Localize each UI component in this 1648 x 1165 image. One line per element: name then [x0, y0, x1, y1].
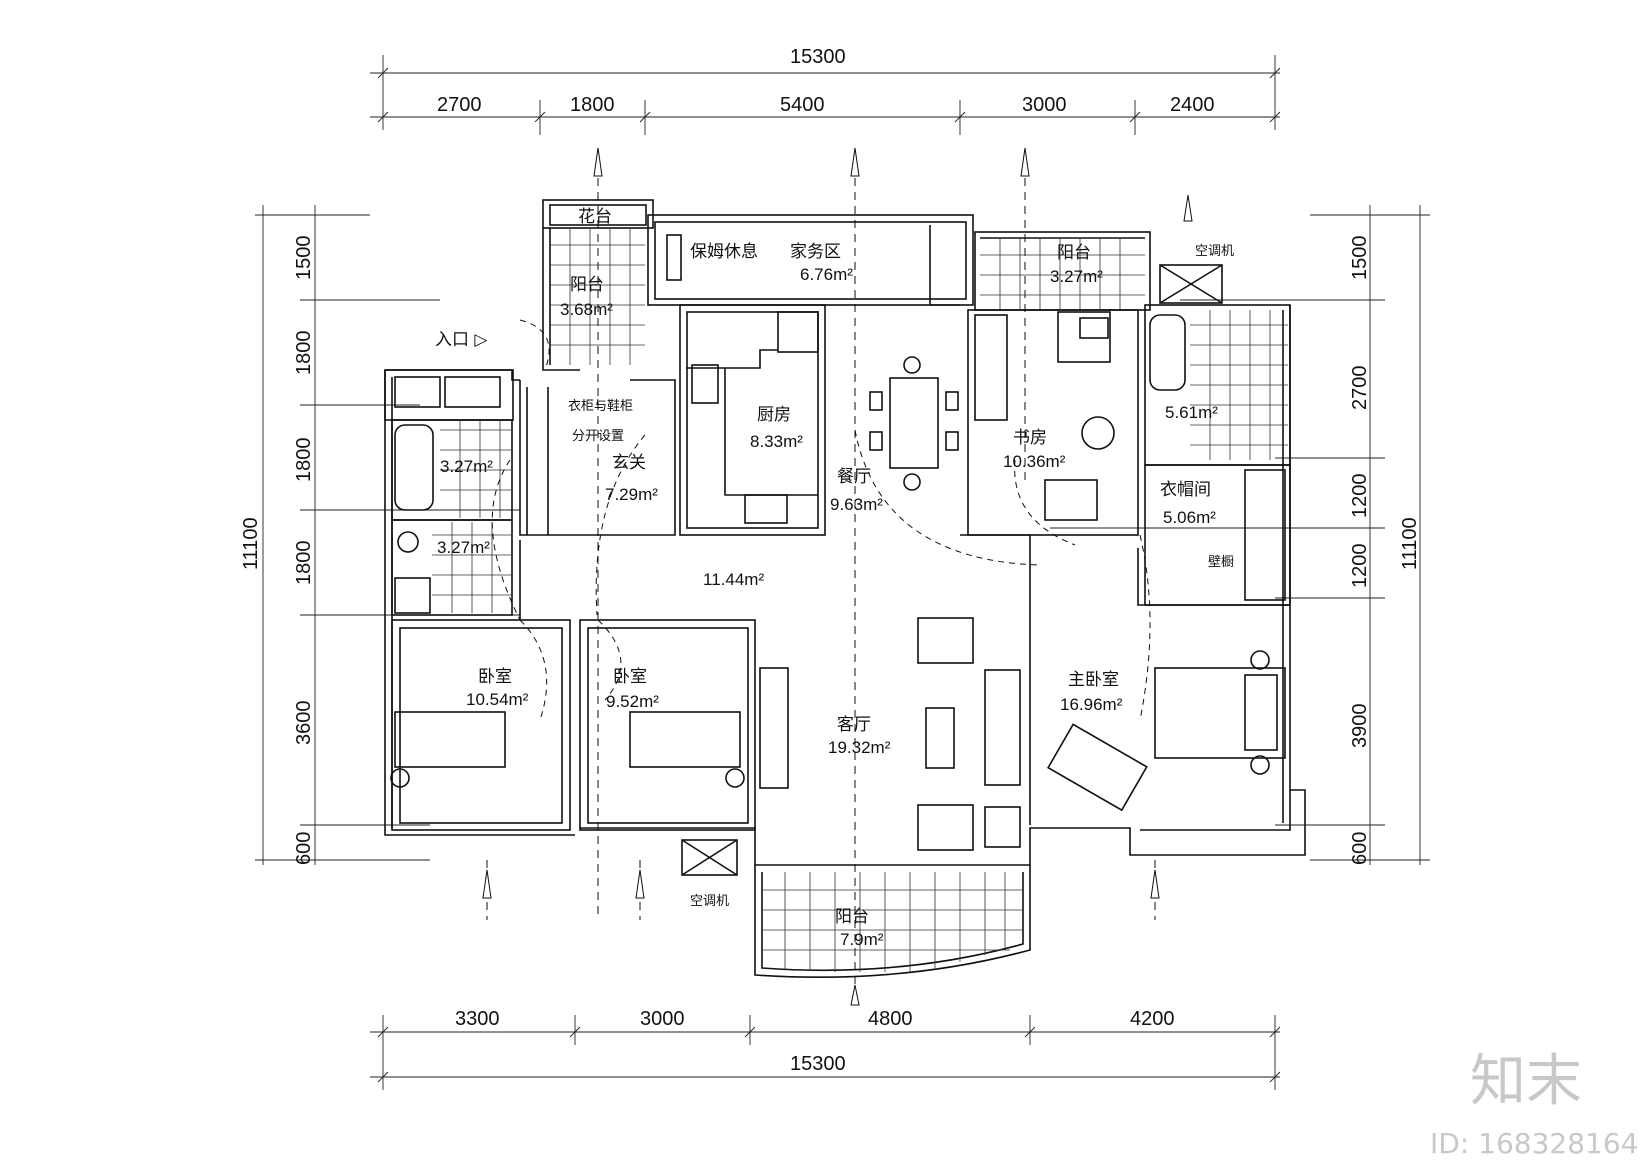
- watermark-logo: 知末: [1470, 1049, 1582, 1114]
- dim-right-3: 1200: [1349, 474, 1371, 519]
- dim-right-4: 1200: [1349, 544, 1371, 589]
- label-wardrobe-note-2: 分开设置: [572, 429, 624, 444]
- dim-bottom-4: 4200: [1130, 1008, 1175, 1030]
- dim-left-6: 600: [293, 832, 315, 865]
- area-master-bath: 5.61m²: [1165, 403, 1218, 422]
- label-closet: 衣帽间: [1160, 480, 1211, 500]
- walls: [384, 199, 1306, 979]
- area-study: 10.36m²: [1003, 452, 1066, 471]
- area-balcony-s: 7.9m²: [840, 930, 884, 949]
- label-ac-s: 空调机: [690, 894, 729, 909]
- room-labels: 花台 阳台 3.68m² 保姆休息 家务区 6.76m² 阳台 3.27m² 空…: [435, 207, 1234, 949]
- label-bedroom-1: 卧室: [478, 667, 512, 687]
- dim-left-total: 11100: [240, 517, 262, 570]
- dim-left-5: 3600: [293, 701, 315, 746]
- label-ac-ne: 空调机: [1195, 244, 1234, 259]
- area-chores: 6.76m²: [800, 265, 853, 284]
- dim-right-5: 3900: [1349, 704, 1371, 749]
- label-balcony-s: 阳台: [835, 907, 869, 927]
- dim-left-4: 1800: [293, 541, 315, 586]
- area-bath-upper: 3.27m²: [440, 457, 493, 476]
- area-balcony-ne: 3.27m²: [1050, 267, 1103, 286]
- dim-left-2: 1800: [293, 331, 315, 376]
- dim-top-3: 5400: [780, 94, 825, 116]
- label-master-bedroom: 主卧室: [1068, 670, 1119, 690]
- dimension-lines: [255, 55, 1430, 1090]
- dim-top-1: 2700: [437, 94, 482, 116]
- dim-left-1: 1500: [293, 236, 315, 281]
- watermark-id: ID: 168328164: [1430, 1127, 1638, 1160]
- dim-top-4: 3000: [1022, 94, 1067, 116]
- dim-top-2: 1800: [570, 94, 615, 116]
- area-bedroom-2: 9.52m²: [606, 692, 659, 711]
- dim-right-total: 11100: [1399, 517, 1421, 570]
- label-balcony-ne: 阳台: [1057, 243, 1091, 263]
- label-dining: 餐厅: [837, 467, 871, 487]
- area-foyer: 7.29m²: [605, 485, 658, 504]
- dim-left-3: 1800: [293, 438, 315, 483]
- label-study: 书房: [1013, 428, 1047, 448]
- label-entrance[interactable]: 入口 ▷: [435, 330, 488, 350]
- label-foyer: 玄关: [612, 453, 646, 473]
- dimension-texts: 15300 2700 1800 5400 3000 2400 3300 3000…: [240, 46, 1421, 1075]
- dim-bottom-3: 4800: [868, 1008, 913, 1030]
- label-bedroom-2: 卧室: [613, 667, 647, 687]
- tile-patterns: [432, 228, 1288, 972]
- dim-bottom-total: 15300: [790, 1053, 846, 1075]
- area-master-bedroom: 16.96m²: [1060, 695, 1123, 714]
- label-living: 客厅: [837, 715, 871, 735]
- dim-top-5: 2400: [1170, 94, 1215, 116]
- label-wall-cabinet: 壁橱: [1208, 555, 1234, 570]
- watermark: 知末 ID: 168328164: [1430, 1049, 1638, 1160]
- area-dining: 9.63m²: [830, 495, 883, 514]
- dim-bottom-2: 3000: [640, 1008, 685, 1030]
- area-bedroom-1: 10.54m²: [466, 690, 529, 709]
- dim-right-6: 600: [1349, 832, 1371, 865]
- dim-top-total: 15300: [790, 46, 846, 68]
- area-kitchen: 8.33m²: [750, 432, 803, 451]
- area-closet: 5.06m²: [1163, 508, 1216, 527]
- label-kitchen: 厨房: [757, 405, 791, 425]
- label-balcony-nw: 阳台: [570, 275, 604, 295]
- area-corridor: 11.44m²: [703, 570, 764, 589]
- label-chores: 家务区: [790, 242, 841, 262]
- door-swings: [491, 319, 1151, 721]
- dim-bottom-1: 3300: [455, 1008, 500, 1030]
- label-wardrobe-note-1: 衣柜与鞋柜: [568, 398, 633, 414]
- area-balcony-nw: 3.68m²: [560, 300, 613, 319]
- label-flower-bed: 花台: [578, 207, 612, 227]
- dim-right-2: 2700: [1349, 366, 1371, 411]
- area-bath-lower: 3.27m²: [437, 538, 490, 557]
- dim-right-1: 1500: [1349, 236, 1371, 281]
- area-living: 19.32m²: [828, 738, 891, 757]
- label-nanny: 保姆休息: [690, 242, 758, 262]
